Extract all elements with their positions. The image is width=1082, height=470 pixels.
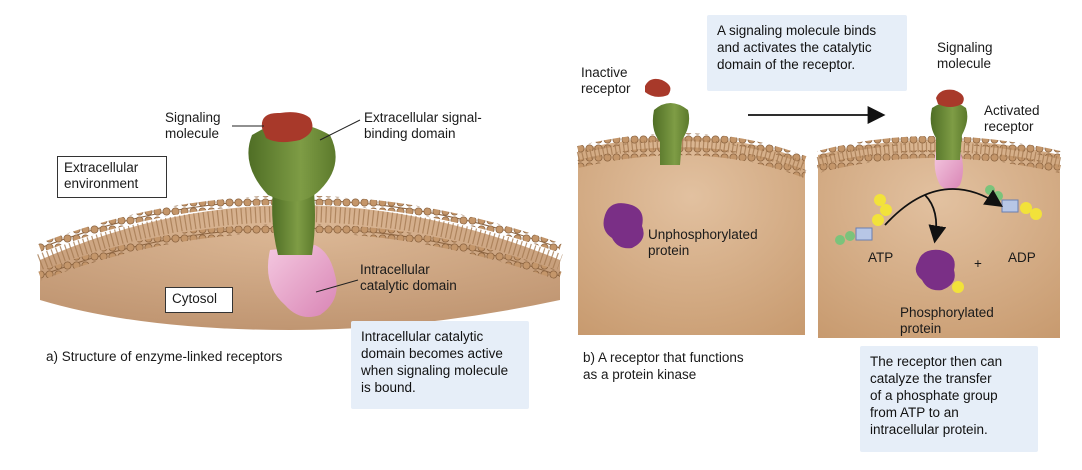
- panel-b-inactive-receptor: [645, 78, 690, 165]
- atp-label: ATP: [868, 250, 894, 265]
- panel-a-note: Intracellular catalytic domain becomes a…: [351, 321, 529, 409]
- panel-b-note-bottom: The receptor then can catalyze the trans…: [860, 346, 1038, 452]
- signaling-molecule-label: Signaling molecule: [165, 110, 221, 141]
- adp-label: ADP: [1008, 250, 1036, 265]
- extracellular-domain-label: Extracellular signal- binding domain: [364, 110, 482, 141]
- panel-a-caption: a) Structure of enzyme-linked receptors: [46, 349, 283, 364]
- panel-b-unphosphorylated-protein: [603, 203, 644, 249]
- activated-receptor-label: Activated receptor: [984, 103, 1040, 134]
- panel-b-activated-receptor: [930, 89, 968, 190]
- phosphorylated-protein-label: Phosphorylated protein: [900, 305, 994, 336]
- phosphate-transfer-arrow: [924, 194, 947, 244]
- panel-a-pointers: [232, 119, 361, 293]
- inactive-receptor-label: Inactive receptor: [581, 65, 631, 96]
- panel-b-cell-left: [576, 133, 807, 335]
- panel-b-note-top: A signaling molecule binds and activates…: [707, 15, 907, 91]
- plus-sign: +: [974, 256, 982, 271]
- intracellular-domain-label: Intracellular catalytic domain: [360, 262, 457, 293]
- panel-a-receptor: [248, 112, 337, 318]
- cytosol-label: Cytosol: [165, 287, 233, 313]
- signaling-molecule-label-b: Signaling molecule: [937, 40, 993, 71]
- phosphorylated-protein: [915, 249, 964, 293]
- panel-b-caption: b) A receptor that functions as a protei…: [583, 350, 744, 382]
- unphosphorylated-protein-label: Unphosphorylated protein: [648, 227, 758, 258]
- atp-molecule: [835, 194, 892, 245]
- reaction-arrow: [884, 188, 1003, 226]
- extracellular-environment-label: Extracellular environment: [57, 156, 167, 198]
